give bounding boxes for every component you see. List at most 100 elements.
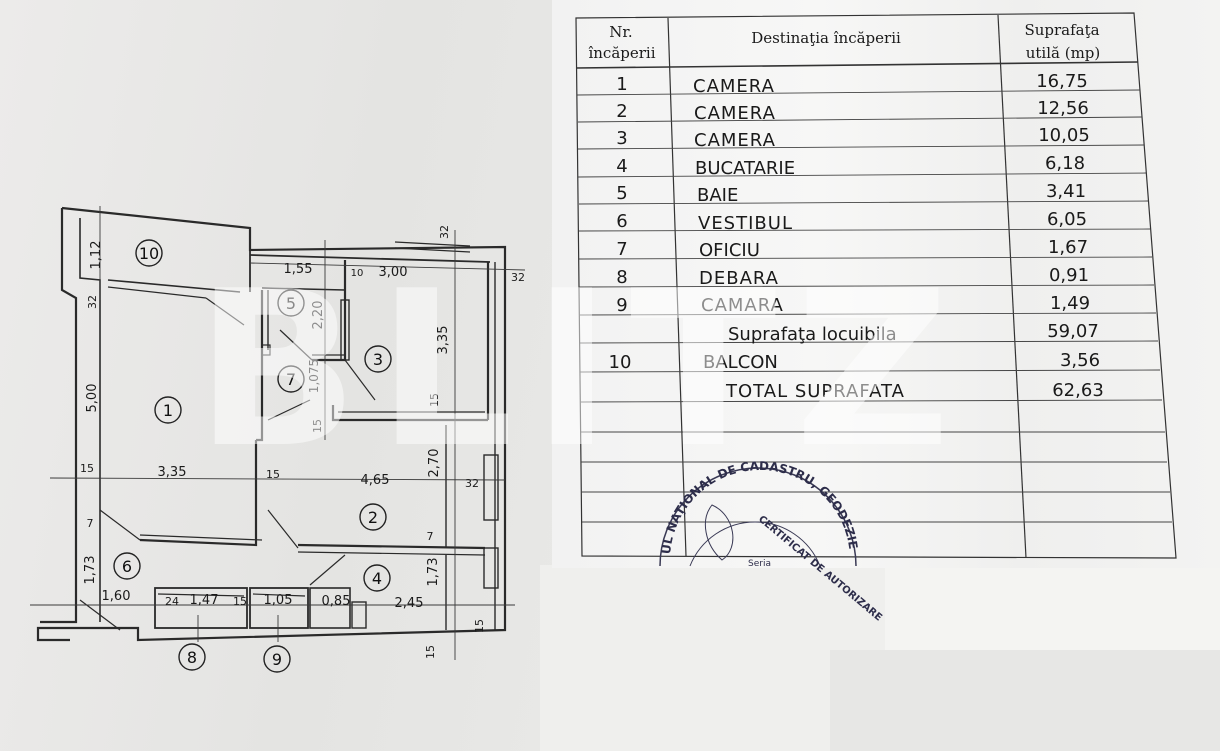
table-row: 9 CAMARA 1,49 [616,293,1090,316]
room-marker-4 [363,564,391,592]
table-row: 6 VESTIBUL 6,05 [616,209,1087,234]
dimension-label: 2,70 [427,449,442,478]
dimension-labels: 1,12 32 1,55 10 3,00 32 32 2,20 3,35 5,0… [80,225,525,659]
dimension-label: 15 [80,462,94,475]
row-name: BAIE [697,185,738,206]
room-number: 9 [272,650,282,669]
dimension-label: 4,65 [361,473,390,488]
dimension-label: 1,12 [89,241,104,270]
row-name: VESTIBUL [698,213,793,234]
room-marker-6 [113,552,141,580]
header-surface: Suprafaţa [1024,21,1099,39]
table-row: 8 DEBARA 0,91 [616,265,1089,289]
dimension-label: 32 [438,225,451,239]
table-header: Nr. încăperii Destinaţia încăperii Supra… [588,21,1100,62]
dimension-label: 3,35 [436,326,451,355]
room-numbers: 10 5 3 1 7 2 6 4 8 9 [122,244,383,669]
row-nr: 2 [616,101,627,122]
dimension-label: 1,47 [190,593,219,608]
header-nr: Nr. [609,23,632,41]
dimension-label: 15 [428,393,441,407]
row-area: 0,91 [1049,265,1089,286]
row-name: Suprafaţa locuibila [728,324,897,345]
room-marker-9 [263,645,291,673]
row-name: TOTAL SUPRAFATA [725,381,905,402]
row-name: DEBARA [699,268,779,289]
stamp-serial: Seria [748,559,771,569]
row-nr: 5 [616,183,627,204]
table-row: 1 CAMERA 16,75 [616,71,1087,97]
dimension-label: 32 [465,477,479,490]
room-number: 5 [286,294,296,313]
row-name: CAMERA [693,76,775,97]
dimension-label: 15 [473,619,486,633]
header-surface: utilă (mp) [1026,44,1101,62]
row-nr: 8 [616,267,627,288]
dimension-label: 1,73 [426,558,441,587]
dimension-label: 32 [511,271,525,284]
paper-sheet-left [0,0,560,751]
room-number: 7 [286,370,296,389]
table-row: 4 BUCATARIE 6,18 [616,153,1085,179]
room-marker-10 [135,239,163,267]
table-row-lines [576,89,1172,523]
dimension-label: 10 [351,268,364,279]
table-row: 5 BAIE 3,41 [616,181,1086,206]
header-nr: încăperii [588,44,655,62]
paper-sheet-bottom [540,565,1220,751]
row-area: 16,75 [1036,71,1088,92]
floor-plan [36,206,507,642]
room-number: 1 [163,401,173,420]
dimension-label: 24 [165,595,179,608]
room-number: 3 [373,350,383,369]
row-area: 3,41 [1046,181,1086,202]
row-nr: 4 [616,156,627,177]
row-name: BALCON [703,352,778,373]
dimension-label: 1,05 [264,593,293,608]
table-row: 7 OFICIU 1,67 [616,237,1088,261]
room-marker-8 [178,643,206,671]
room-marker-2 [359,503,387,531]
table-row: 2 CAMERA 12,56 [616,98,1088,124]
row-area: 6,18 [1045,153,1085,174]
room-number: 2 [368,508,378,527]
dimension-label: 2,20 [311,301,326,330]
dimension-label: 32 [86,295,99,309]
row-area: 1,49 [1050,293,1090,314]
row-name: CAMARA [701,295,784,316]
dimension-lines [30,206,526,660]
row-nr: 1 [616,74,627,95]
dimension-label: 15 [233,595,247,608]
dimension-label: 7 [87,517,94,530]
row-name: CAMERA [694,103,776,124]
row-nr: 9 [616,295,627,316]
dimension-label: 1,60 [102,589,131,604]
dimension-label: 15 [266,468,280,481]
row-area: 59,07 [1047,321,1099,342]
paper-fold [830,650,1220,751]
cadastre-stamp: UL NAŢIONAL DE CADASTRU, GEODEZIE CERTIF… [659,459,884,624]
row-nr: 6 [616,211,627,232]
dimension-label: 1,075 [307,359,321,393]
stamp-inner-text: CERTIFICAT DE AUTORIZARE [756,514,884,624]
row-area: 1,67 [1048,237,1088,258]
dimension-label: 3,00 [379,265,408,280]
row-name: BUCATARIE [695,158,795,179]
row-nr: 7 [616,239,627,260]
paper-fold [885,565,1220,655]
row-area: 3,56 [1060,350,1100,371]
dimension-label: 2,45 [395,596,424,611]
dimension-label: 15 [311,419,324,433]
room-labels [113,239,392,673]
row-area: 10,05 [1038,125,1090,146]
dimension-label: 7 [427,530,434,543]
row-name: OFICIU [699,240,760,261]
row-name: CAMERA [694,130,776,151]
dimension-label: 1,73 [83,556,98,585]
row-area: 12,56 [1037,98,1089,119]
table-row: Suprafaţa locuibila 59,07 [728,321,1099,345]
room-number: 8 [187,648,197,667]
dimension-label: 5,00 [85,384,100,413]
table-rows: 1 CAMERA 16,75 2 CAMERA 12,56 3 CAMERA 1… [609,71,1104,402]
